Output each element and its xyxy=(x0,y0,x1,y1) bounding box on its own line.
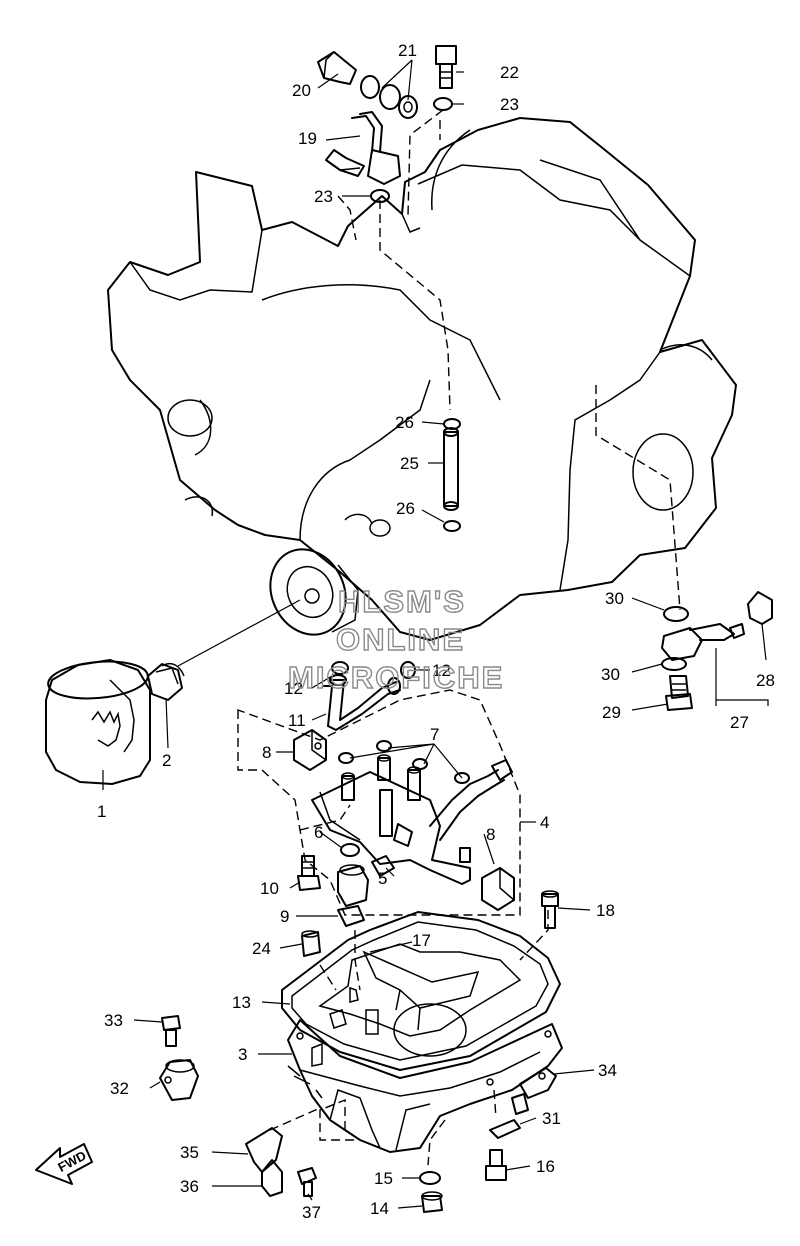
callout-23-top: 23 xyxy=(500,95,519,114)
callout-16: 16 xyxy=(536,1157,555,1176)
callout-37: 37 xyxy=(302,1203,321,1222)
callout-8-right: 8 xyxy=(486,825,495,844)
callout-33: 33 xyxy=(104,1011,123,1030)
engine-crankcase xyxy=(107,117,737,641)
callout-10: 10 xyxy=(260,879,279,898)
oil-switch-assembly xyxy=(661,591,773,711)
callout-7: 7 xyxy=(430,725,439,744)
oil-strainer-assembly-4 xyxy=(293,661,515,927)
filter-pipe-line xyxy=(177,599,301,667)
callout-15: 15 xyxy=(374,1169,393,1188)
callout-8-left: 8 xyxy=(262,743,271,762)
callout-25: 25 xyxy=(400,454,419,473)
callout-35: 35 xyxy=(180,1143,199,1162)
callout-14: 14 xyxy=(370,1199,389,1218)
callout-29: 29 xyxy=(602,703,621,722)
callout-11: 11 xyxy=(288,711,306,730)
watermark-line-1: HLSM'S xyxy=(338,584,466,619)
callout-23-mid: 23 xyxy=(314,187,333,206)
callout-36: 36 xyxy=(180,1177,199,1196)
callout-27: 27 xyxy=(730,713,749,732)
callout-12-right: 12 xyxy=(432,661,451,680)
callout-2: 2 xyxy=(162,751,171,770)
callout-20: 20 xyxy=(292,81,311,100)
callout-leaders xyxy=(102,59,769,1209)
callout-32: 32 xyxy=(110,1079,129,1098)
pan-small-parts xyxy=(159,890,559,1213)
callout-17: 17 xyxy=(412,931,431,950)
callout-30-top: 30 xyxy=(605,589,624,608)
watermark: HLSM'S ONLINE MICROFICHE xyxy=(287,583,504,695)
callout-13: 13 xyxy=(232,993,251,1012)
callout-5: 5 xyxy=(378,869,387,888)
union-bolt-2 xyxy=(147,662,185,701)
oil-filter-1 xyxy=(45,659,151,785)
oil-pan-3 xyxy=(281,911,563,1153)
assembly-guide-lines xyxy=(237,109,681,1166)
callout-18: 18 xyxy=(596,901,615,920)
watermark-line-3: MICROFICHE xyxy=(288,660,504,695)
callout-31: 31 xyxy=(542,1109,561,1128)
callout-12-left: 12 xyxy=(284,679,303,698)
oil-pipe-25 xyxy=(443,418,461,532)
callout-3: 3 xyxy=(238,1045,247,1064)
callout-19: 19 xyxy=(298,129,317,148)
callout-28: 28 xyxy=(756,671,775,690)
callout-labels: 21 20 22 23 19 23 26 25 26 30 30 28 29 2… xyxy=(97,41,775,1222)
callout-24: 24 xyxy=(252,939,271,958)
callout-1: 1 xyxy=(97,802,106,821)
callout-30-bottom: 30 xyxy=(601,665,620,684)
callout-9: 9 xyxy=(280,907,289,926)
callout-34: 34 xyxy=(598,1061,617,1080)
callout-26-bottom: 26 xyxy=(396,499,415,518)
callout-22: 22 xyxy=(500,63,519,82)
callout-4: 4 xyxy=(540,813,549,832)
forward-direction-arrow: FWD xyxy=(35,1143,93,1185)
watermark-line-2: ONLINE xyxy=(336,622,465,657)
callout-26-top: 26 xyxy=(395,413,414,432)
callout-6: 6 xyxy=(314,823,323,842)
callout-21: 21 xyxy=(398,41,417,60)
oil-delivery-pipe-assembly xyxy=(317,45,457,203)
